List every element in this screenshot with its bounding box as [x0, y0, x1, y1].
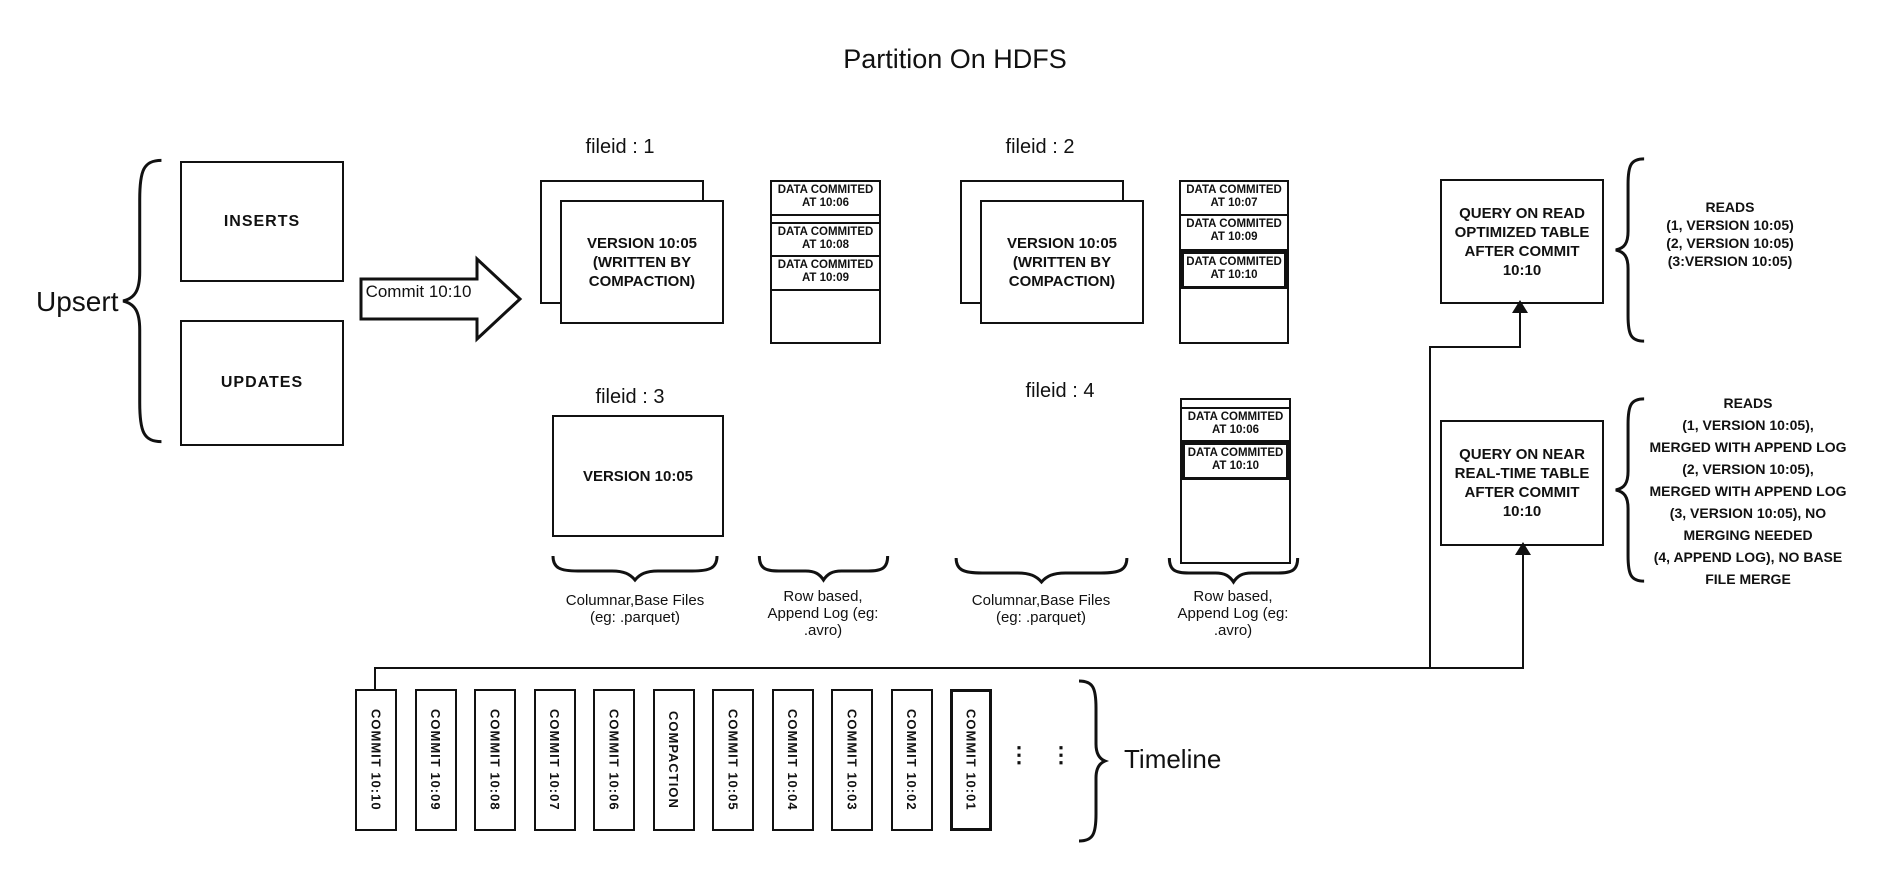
- query-read-optimized-box: QUERY ON READ OPTIMIZED TABLE AFTER COMM…: [1440, 179, 1604, 304]
- upsert-brace-icon: [118, 156, 164, 446]
- fileid-2-front-file: VERSION 10:05 (WRITTEN BY COMPACTION): [980, 200, 1144, 324]
- diagram-title: Partition On HDFS: [843, 44, 1067, 74]
- arrow-up-icon: [1512, 300, 1528, 313]
- inserts-box: INSERTS: [180, 161, 344, 282]
- columnar-brace-icon: [550, 554, 720, 582]
- rowbased-brace-icon: [757, 554, 890, 582]
- log-empty-space: [1182, 480, 1289, 562]
- timeline-commit-label: COMMIT 10:04: [785, 709, 800, 811]
- columnar-brace-icon: [953, 556, 1130, 584]
- timeline-strip: COMMIT 10:10 COMMIT 10:09 COMMIT 10:08 C…: [355, 689, 992, 831]
- upsert-label: Upsert: [36, 286, 119, 317]
- timeline-commit-label: COMMIT 10:05: [725, 709, 741, 811]
- timeline-ellipsis: ⋮: [1050, 742, 1072, 767]
- timeline-commit-label: COMMIT 10:06: [606, 709, 622, 811]
- timeline-commit-box: COMMIT 10:08: [474, 689, 516, 831]
- fileid-2-label: fileid : 2: [1005, 136, 1075, 158]
- timeline-commit-label: COMMIT 10:10: [368, 709, 384, 811]
- timeline-commit-label: COMMIT 10:02: [904, 709, 919, 811]
- log-cell-latest-commit: DATA COMMITED AT 10:10: [1181, 251, 1287, 289]
- log-cell: DATA COMMITED AT 10:09: [1181, 216, 1287, 251]
- connector-line: [374, 667, 1524, 669]
- timeline-brace-icon: [1078, 679, 1110, 843]
- timeline-commit-label: COMMIT 10:08: [487, 709, 503, 811]
- commit-arrow-icon: [359, 255, 523, 343]
- fileid-3-label: fileid : 3: [595, 386, 665, 408]
- log-gap: [772, 216, 879, 224]
- fileid-2-append-log: DATA COMMITED AT 10:07 DATA COMMITED AT …: [1179, 180, 1289, 344]
- row-based-append-log-label: Row based, Append Log (eg: .avro): [767, 588, 879, 639]
- inserts-label: INSERTS: [223, 212, 301, 230]
- timeline-commit-label: COMMIT 10:01: [963, 709, 979, 811]
- fileid-1-append-log: DATA COMMITED AT 10:06 DATA COMMITED AT …: [770, 180, 881, 344]
- timeline-commit-box: COMMIT 10:06: [593, 689, 635, 831]
- timeline-commit-label: COMMIT 10:07: [547, 709, 562, 811]
- fileid-1-label: fileid : 1: [585, 136, 655, 158]
- log-empty-space: [1181, 289, 1287, 342]
- timeline-commit-box: COMMIT 10:07: [533, 689, 576, 831]
- timeline-commit-label: COMMIT 10:09: [428, 709, 443, 811]
- timeline-commit-label: COMMIT 10:03: [844, 709, 860, 811]
- timeline-commit-box: COMMIT 10:03: [831, 689, 873, 831]
- log-cell-latest-commit: DATA COMMITED AT 10:10: [1182, 442, 1289, 480]
- timeline-commit-box: COMMIT 10:01: [950, 689, 992, 831]
- timeline-commit-box: COMMIT 10:10: [355, 689, 397, 831]
- rowbased-brace-icon: [1167, 556, 1300, 584]
- connector-line: [374, 667, 376, 691]
- log-cell: DATA COMMITED AT 10:09: [772, 257, 879, 291]
- fileid-4-label: fileid : 4: [1025, 380, 1095, 402]
- reads-brace-icon: [1612, 396, 1646, 584]
- timeline-label: Timeline: [1124, 744, 1222, 774]
- fileid-1-front-file: VERSION 10:05 (WRITTEN BY COMPACTION): [560, 200, 724, 324]
- timeline-commit-box: COMMIT 10:04: [771, 689, 814, 831]
- updates-label: UPDATES: [220, 374, 304, 391]
- fileid-3-base-file: VERSION 10:05: [552, 415, 724, 537]
- log-gap: [1182, 400, 1289, 409]
- log-cell: DATA COMMITED AT 10:06: [1182, 409, 1289, 442]
- connector-line: [1429, 346, 1431, 669]
- query-near-realtime-box: QUERY ON NEAR REAL-TIME TABLE AFTER COMM…: [1440, 420, 1604, 546]
- timeline-ellipsis: ⋮: [1008, 742, 1030, 767]
- connector-line: [1429, 346, 1521, 348]
- updates-box: UPDATES: [180, 320, 344, 446]
- arrow-up-icon: [1515, 542, 1531, 555]
- timeline-compaction-box: COMPACTION: [652, 689, 695, 831]
- log-cell: DATA COMMITED AT 10:08: [772, 224, 879, 257]
- fileid-4-append-log: DATA COMMITED AT 10:06 DATA COMMITED AT …: [1180, 398, 1291, 564]
- columnar-base-files-label: Columnar,Base Files (eg: .parquet): [971, 592, 1111, 626]
- timeline-commit-box: COMMIT 10:09: [414, 689, 457, 831]
- reads-brace-icon: [1612, 156, 1646, 344]
- fileid-1-base-stack: VERSION 10:05 (WRITTEN BY COMPACTION): [540, 180, 724, 324]
- timeline-commit-box: COMMIT 10:05: [712, 689, 754, 831]
- columnar-base-files-label: Columnar,Base Files (eg: .parquet): [565, 592, 705, 626]
- commit-arrow-label: Commit 10:10: [365, 282, 472, 301]
- row-based-append-log-label: Row based, Append Log (eg: .avro): [1177, 588, 1289, 639]
- log-empty-space: [772, 291, 879, 342]
- timeline-compaction-label: COMPACTION: [666, 711, 681, 809]
- fileid-2-base-stack: VERSION 10:05 (WRITTEN BY COMPACTION): [960, 180, 1144, 324]
- reads-near-realtime-text: READS (1, VERSION 10:05), MERGED WITH AP…: [1649, 395, 1847, 587]
- log-cell: DATA COMMITED AT 10:07: [1181, 182, 1287, 216]
- timeline-commit-box: COMMIT 10:02: [890, 689, 933, 831]
- connector-line: [1522, 552, 1524, 669]
- log-cell: DATA COMMITED AT 10:06: [772, 182, 879, 216]
- reads-read-optimized-text: READS (1, VERSION 10:05) (2, VERSION 10:…: [1666, 199, 1794, 269]
- connector-line: [1519, 310, 1521, 348]
